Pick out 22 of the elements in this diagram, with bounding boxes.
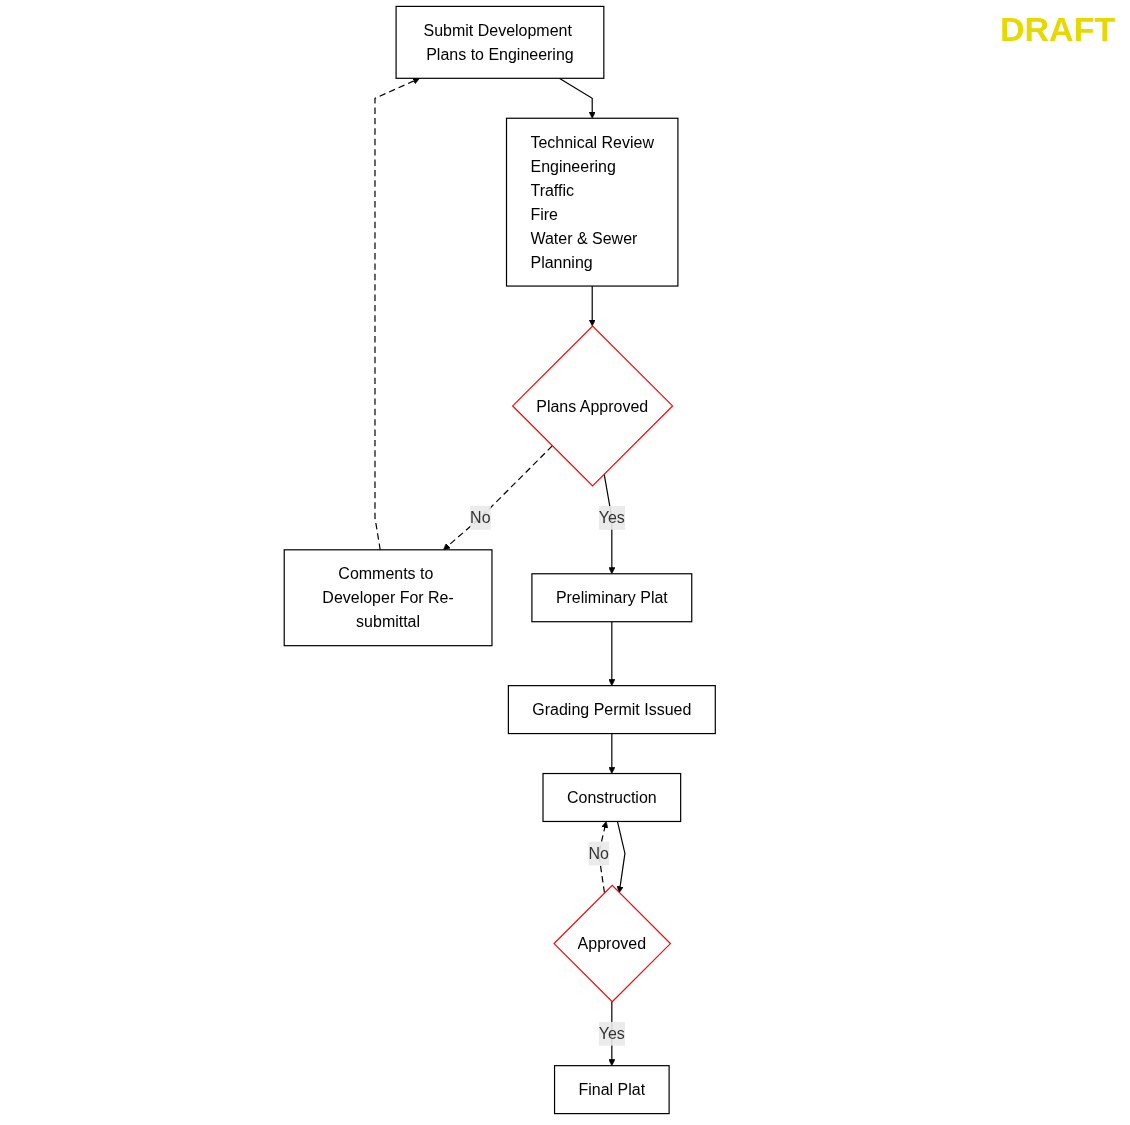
edge-label: No bbox=[470, 509, 491, 527]
arrow bbox=[374, 77, 421, 551]
edge-label: Yes bbox=[599, 509, 626, 527]
arrow bbox=[608, 733, 616, 774]
watermark-text: DRAFT bbox=[1000, 10, 1117, 49]
edge-label: No bbox=[588, 844, 610, 863]
node-box: Construction bbox=[542, 772, 682, 823]
arrow bbox=[558, 77, 596, 119]
node-diamond: Approved bbox=[553, 884, 672, 1003]
node-box: Submit Development Plans to Engineering bbox=[395, 5, 605, 79]
arrow bbox=[588, 285, 596, 327]
node-box: Comments to Developer For Re-submittal bbox=[283, 549, 493, 647]
arrow bbox=[608, 621, 616, 686]
arrow bbox=[598, 821, 609, 894]
node-box: Grading Permit Issued bbox=[508, 685, 717, 735]
node-diamond: Plans Approved bbox=[512, 325, 674, 487]
node-box: Preliminary Plat bbox=[531, 573, 693, 623]
node-box: Final Plat bbox=[554, 1065, 670, 1115]
arrow bbox=[616, 820, 626, 894]
arrow bbox=[443, 445, 554, 551]
node-box: Technical Review Engineering Traffic Fire Water & Sewer Planning bbox=[506, 117, 679, 287]
edge-label: Yes bbox=[599, 1024, 626, 1043]
